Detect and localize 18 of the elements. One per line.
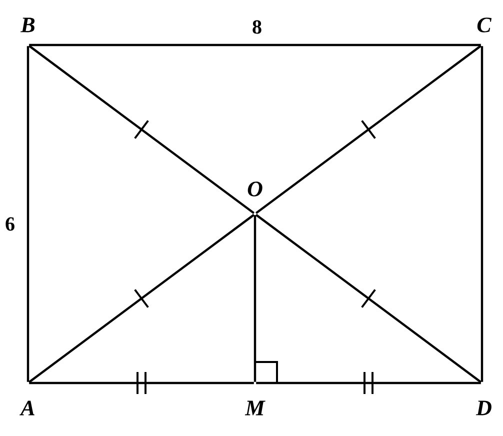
point-label: D bbox=[476, 400, 492, 416]
point-label: O bbox=[248, 182, 262, 196]
line-segment bbox=[29, 382, 254, 384]
line-segment bbox=[256, 382, 481, 384]
line-segment bbox=[480, 46, 484, 382]
line-segment bbox=[28, 44, 255, 214]
line-segment bbox=[255, 214, 482, 384]
line-segment bbox=[26, 46, 30, 382]
line-segment bbox=[29, 44, 481, 46]
point-label: B bbox=[20, 18, 35, 32]
edge-label: 6 bbox=[4, 216, 16, 232]
line-segment bbox=[255, 44, 482, 214]
line-segment bbox=[254, 215, 256, 382]
edge-label: 8 bbox=[251, 19, 263, 35]
point-label: A bbox=[20, 400, 34, 416]
point-label: C bbox=[477, 18, 492, 32]
point-label: M bbox=[244, 400, 266, 416]
line-segment bbox=[28, 214, 255, 384]
